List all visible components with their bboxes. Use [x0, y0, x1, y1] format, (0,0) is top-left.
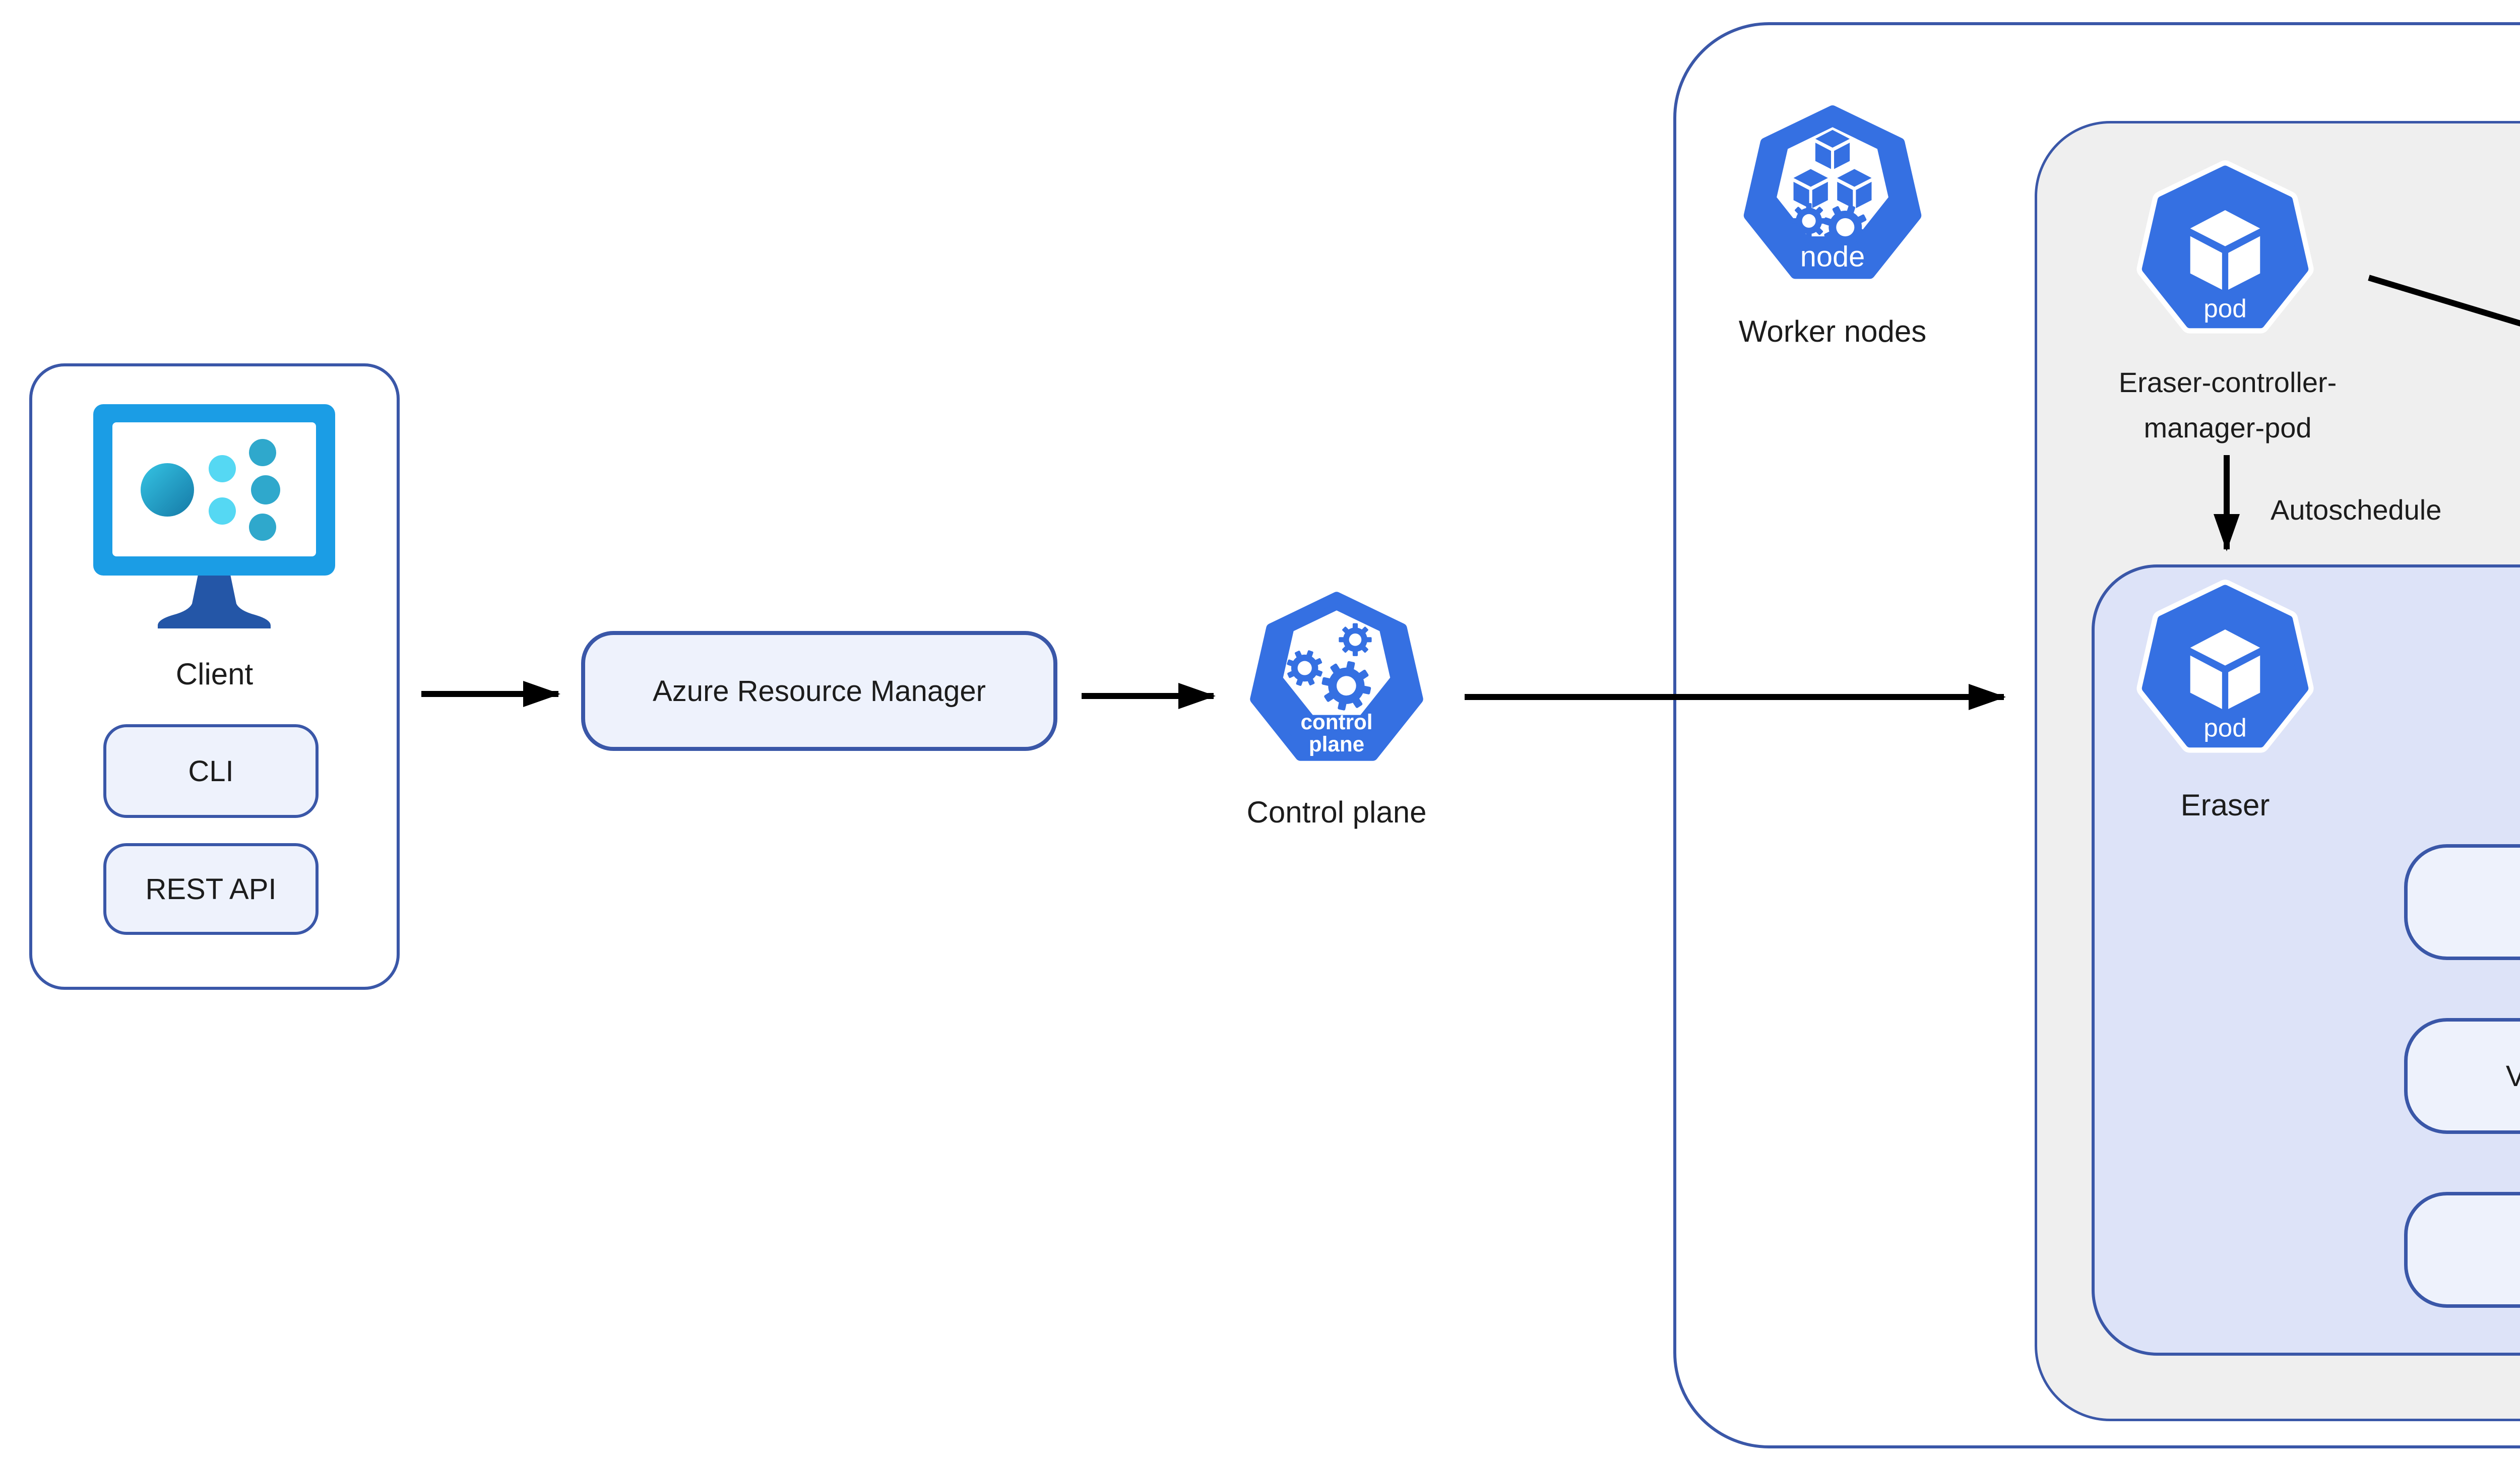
vulnerability-scanner-step-label: Vulnerability scanner — [2505, 1059, 2520, 1093]
worker-nodes-caption: Worker nodes — [1738, 314, 1927, 348]
controller-manager-pod-caption: Eraser-controller- manager-pod — [2001, 360, 2454, 451]
collector-step: Collector — [2404, 844, 2520, 960]
control-plane-caption: Control plane — [1246, 795, 1427, 829]
node-icon-text: node — [1800, 241, 1865, 273]
client-monitor-icon — [93, 404, 335, 628]
azure-resource-manager-label: Azure Resource Manager — [653, 674, 986, 708]
rest-api-chip: REST API — [103, 843, 319, 935]
pod-icon-text: pod — [2203, 294, 2247, 323]
autoschedule-label: Autoschedule — [2271, 494, 2442, 526]
cli-chip: CLI — [103, 724, 319, 818]
controller-manager-pod-caption-line1: Eraser-controller- — [2118, 366, 2337, 398]
worker-node-icon: node — [1734, 101, 1931, 297]
cli-chip-label: CLI — [188, 754, 234, 788]
azure-resource-manager-box: Azure Resource Manager — [581, 631, 1057, 751]
controller-manager-pod-icon: pod — [2127, 155, 2323, 352]
eraser-pod-icon: pod — [2127, 575, 2323, 771]
arrow-controller-to-remover — [2368, 275, 2520, 327]
controller-manager-pod-caption-line2: manager-pod — [2144, 412, 2312, 443]
rest-api-chip-label: REST API — [145, 872, 277, 906]
control-plane-icon: control plane — [1241, 585, 1432, 782]
remover-step: Remover — [2404, 1192, 2520, 1308]
eraser-pod-caption: Eraser — [2180, 788, 2270, 822]
pod-icon-text: pod — [2203, 714, 2247, 742]
client-caption: Client — [175, 657, 254, 691]
vulnerability-scanner-step: Vulnerability scanner — [2404, 1018, 2520, 1134]
control-plane-icon-text-line2: plane — [1309, 732, 1364, 756]
control-plane-icon-text-line1: control — [1300, 710, 1372, 734]
